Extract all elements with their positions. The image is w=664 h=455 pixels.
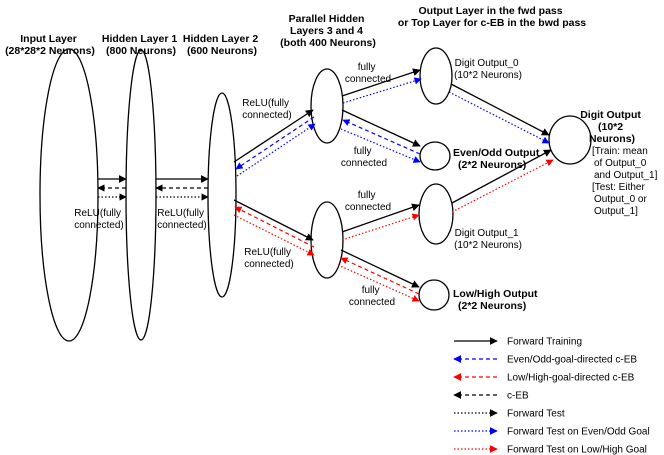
eo-ceb-h3-h2 [235,116,315,170]
fwd-test-lh-h4-d1 [341,213,420,241]
even-odd-output-node [419,141,451,171]
fwd-train-h3-d0 [341,68,421,97]
lh-ceb-lh-h4 [340,257,420,295]
legend-item: Even/Odd-goal-directed c-EB [453,355,637,366]
lh-ceb-h4-h2 [234,206,315,248]
edge-label-relu-h2-h4: ReLU(fully connected) [244,247,293,270]
edge-label-fc-h4-d1: fully connected [345,190,391,213]
edge-label-fc-h3-d0: fully connected [345,62,391,85]
legend-label: Even/Odd-goal-directed c-EB [507,355,637,366]
digit-output-final-node [548,115,592,165]
fwd-train-d0-final [450,83,550,136]
legend-label: Forward Training [507,337,582,348]
legend-item: Forward Training [454,337,582,348]
eo-ceb-eo-h3 [342,119,421,155]
legend-item: Low/High-goal-directed c-EB [453,373,635,384]
fwd-train-h3-eo [341,109,421,147]
low-high-output-title: Low/High Output (2*2 Neurons) [453,288,540,312]
legend-label: Forward Test on Low/High Goal [507,445,647,455]
edge-label-relu-h1-h2: ReLU(fully connected) [157,208,206,231]
digit-output-final-note: [Train: mean of Output_0 and Output_1] [… [592,146,660,217]
fwd-test-lh-d1-final [451,159,554,213]
legend-label: Low/High-goal-directed c-EB [507,373,635,384]
digit-output-0-title: Digit Output_0 (10*2 Neurons) [454,58,522,81]
digit-output-0-node [419,47,453,105]
fwd-test-lh-h2-h4 [233,214,315,256]
fwd-train-h2-h4 [233,199,314,241]
fwd-train-d1-final [451,149,552,204]
hidden-layer-2-node [207,92,237,298]
edge-label-fc-h4-lh: fully connected [349,285,395,308]
legend-item: Forward Test [454,409,565,420]
fwd-test-eo-d0-final [448,91,550,144]
hidden-layer-1-title: Hidden Layer 1 (800 Neurons) [102,33,180,57]
fwd-test-eo-h2-h3 [236,123,316,177]
even-odd-output-title: Even/Odd Output (2*2 Neurons) [453,147,542,171]
input-layer-node [39,48,99,342]
fwd-train-h4-lh [340,249,420,288]
legend-item: Forward Test on Even/Odd Goal [454,427,650,438]
digit-output-final-title: Digit Output (10*2 Neurons) [580,109,644,145]
hidden-layer-2-title: Hidden Layer 2 (600 Neurons) [183,33,261,57]
digit-output-1-title: Digit Output_1 (10*2 Neurons) [454,228,522,251]
edge-label-relu-input-h1: ReLU(fully connected) [74,208,123,231]
legend-label: Forward Test on Even/Odd Goal [507,427,650,438]
fwd-train-h4-d1 [341,203,420,233]
fwd-test-eo-h3-eo [340,128,421,163]
hidden-layer-4-node [310,201,344,279]
hidden-layer-3-node [310,68,344,144]
digit-output-1-node [418,183,454,245]
legend-item: Forward Test on Low/High Goal [454,445,647,455]
hidden-layer-1-node [125,49,157,341]
output-layer-header: Output Layer in the fwd pass or Top Laye… [398,5,586,29]
legend-item: c-EB [453,391,529,402]
edge-label-fc-h3-eo: fully connected [341,146,387,169]
legend-label: c-EB [507,391,529,402]
fwd-test-lh-h4-lh [337,264,420,302]
input-layer-title: Input Layer (28*28*2 Neurons) [5,33,95,57]
parallel-hidden-title: Parallel Hidden Layers 3 and 4 (both 400… [280,13,376,49]
low-high-output-node [418,279,450,311]
fwd-train-h2-h3 [233,109,314,163]
edge-label-relu-h2-h3: ReLU(fully connected) [242,98,291,121]
legend-label: Forward Test [507,409,565,420]
